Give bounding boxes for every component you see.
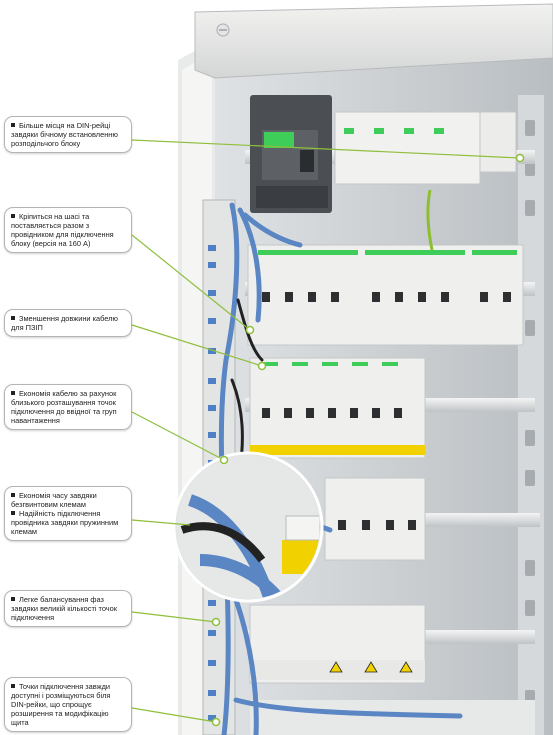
callout-screwless-terminals: Економія часу завдяки безгвинтовим клема… [4,486,132,541]
callout-text: Більше місця на DIN-рейці завдяки бічном… [11,121,118,148]
breaker-row-4 [324,477,426,561]
warning-triangle-icon [329,661,413,673]
callout-text: Економія часу завдяки безгвинтовим клема… [11,491,97,509]
callout-text: Надійність підключення провідника завдяк… [11,509,119,536]
callout-din-space: Більше місця на DIN-рейці завдяки бічном… [4,116,132,153]
callout-phase-balancing: Легке балансування фаз завдяки великій к… [4,590,132,627]
callout-text: Економія кабелю за рахунок близького роз… [11,389,117,425]
terminal-blue-markers [208,245,216,721]
main-breaker-green-label [264,132,294,148]
callout-text: Точки підключення завжди доступні і розм… [11,682,111,727]
callout-text: Зменшення довжини кабелю для ПЗІП [11,314,118,332]
callout-text: Легке балансування фаз завдяки великій к… [11,595,117,622]
callout-text: Кріпиться на шасі та поставляється разом… [11,212,114,248]
callout-chassis-mount: Кріпиться на шасі та поставляється разом… [4,207,132,253]
breaker-row-2 [247,244,524,346]
callout-leader-lines [131,139,521,723]
top-row-devices [334,111,481,185]
magnifier-circle-icon [172,451,324,603]
callout-accessible-points: Точки підключення завжди доступні і розм… [4,677,132,732]
callout-spd-cable: Зменшення довжини кабелю для ПЗІП [4,309,132,337]
enclosure-top-lid [194,3,553,79]
callout-cable-economy: Економія кабелю за рахунок близького роз… [4,384,132,430]
